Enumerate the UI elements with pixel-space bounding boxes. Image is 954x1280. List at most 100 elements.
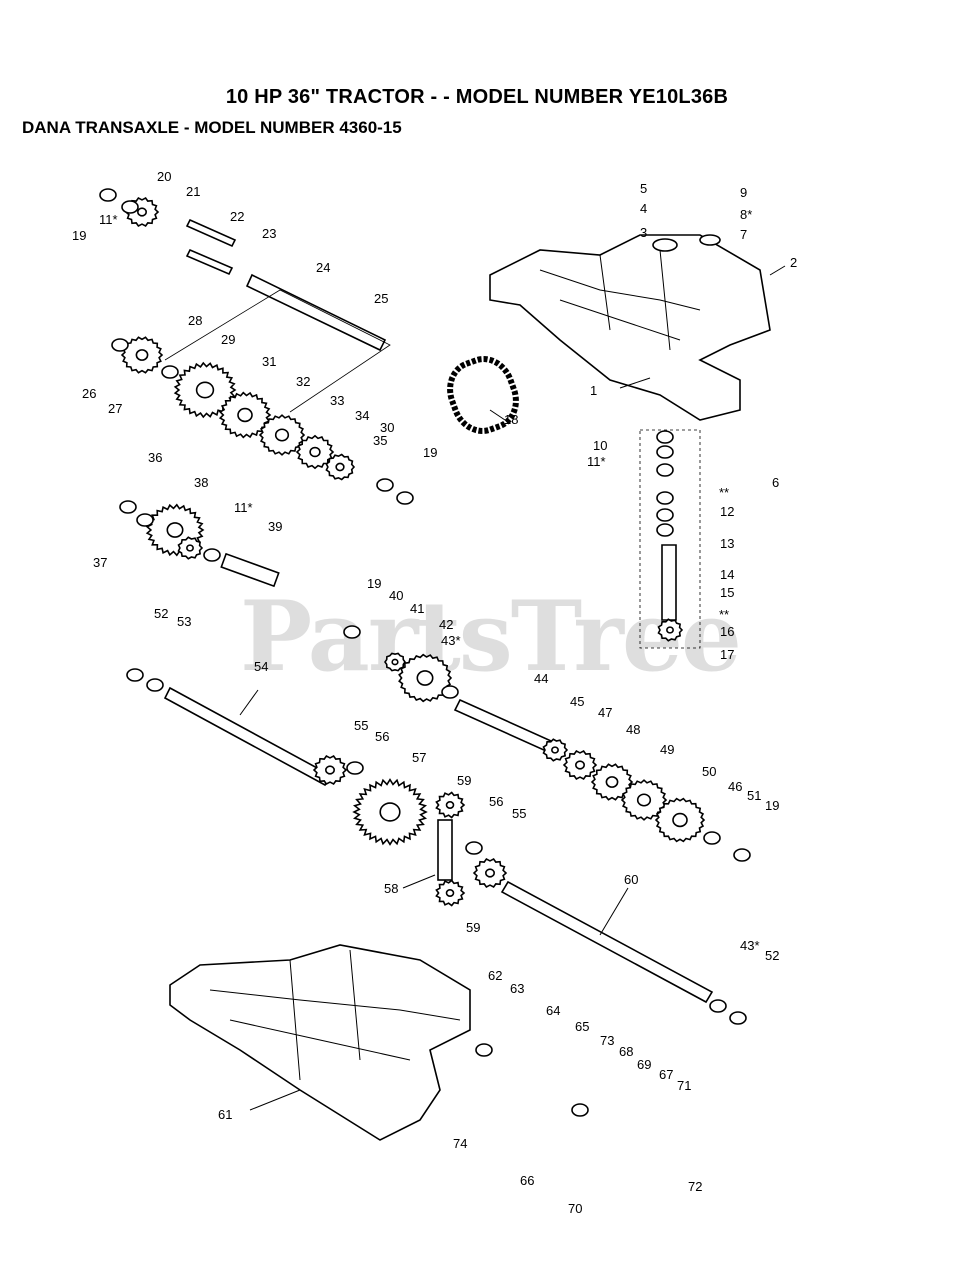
gear-hub-19: [445, 888, 455, 897]
callout-73: 73: [600, 1033, 614, 1048]
callout-14: 14: [720, 567, 734, 582]
callout-24: 24: [316, 260, 330, 275]
callout-51: 51: [747, 788, 761, 803]
washer-16: [146, 678, 164, 692]
callout-22: 22: [230, 209, 244, 224]
callout-9: 9: [740, 185, 747, 200]
callout-38: 38: [194, 475, 208, 490]
callout-starstar-1: **: [719, 607, 729, 622]
gear-hub-15: [636, 793, 652, 807]
gear-hub-16: [672, 812, 688, 828]
callout-36: 36: [148, 450, 162, 465]
gear-hub-17: [484, 868, 495, 878]
washer-7: [376, 478, 394, 492]
callout-71: 71: [677, 1078, 691, 1093]
callout-20: 20: [157, 169, 171, 184]
callout-10: 10: [593, 438, 607, 453]
callout-68: 68: [619, 1044, 633, 1059]
callout-56: 56: [375, 729, 389, 744]
callout-63: 63: [510, 981, 524, 996]
callout-31: 31: [262, 354, 276, 369]
gear-hub-12: [551, 746, 559, 754]
callout-42: 42: [439, 617, 453, 632]
washer-10: [656, 445, 674, 459]
gear-hub-5: [335, 462, 345, 472]
washer-25: [475, 1043, 493, 1057]
washer-4: [119, 500, 137, 514]
gear-hub-4: [309, 446, 321, 458]
gear-hub-1: [195, 381, 215, 399]
callout-11star-2: 11*: [587, 454, 606, 469]
callout-47: 47: [598, 705, 612, 720]
callout-15: 15: [720, 585, 734, 600]
callout-34: 34: [355, 408, 369, 423]
washer-24: [729, 1011, 747, 1025]
gear-hub-13: [574, 760, 585, 770]
callout-19-3: 19: [765, 798, 779, 813]
callout-11star: 11*: [99, 212, 118, 227]
callout-27: 27: [108, 401, 122, 416]
callout-19-1: 19: [423, 445, 437, 460]
callout-2: 2: [790, 255, 797, 270]
callout-67: 67: [659, 1067, 673, 1082]
callout-55: 55: [354, 718, 368, 733]
callout-1: 1: [590, 383, 597, 398]
leader-lines: [239, 265, 786, 1111]
washer-12: [656, 491, 674, 505]
gear-hub-0: [135, 349, 149, 361]
lower-housing: [169, 944, 471, 1141]
washer-18: [441, 685, 459, 699]
gear-hub-7: [186, 544, 194, 552]
callout-17: 17: [720, 647, 734, 662]
callout-62: 62: [488, 968, 502, 983]
callout-46: 46: [728, 779, 742, 794]
callout-5: 5: [640, 181, 647, 196]
diagram-subtitle: DANA TRANSAXLE - MODEL NUMBER 4360-15: [22, 118, 402, 137]
callout-35: 35: [373, 433, 387, 448]
gear-hub-11: [391, 658, 399, 666]
callout-3: 3: [640, 225, 647, 240]
callout-74: 74: [453, 1136, 467, 1151]
gear-hub-21: [137, 207, 148, 217]
gear-hub-14: [605, 776, 619, 788]
gear-hub-6: [166, 522, 184, 538]
callout-64: 64: [546, 1003, 560, 1018]
callout-13: 13: [720, 536, 734, 551]
callout-25: 25: [374, 291, 388, 306]
washer-19: [346, 761, 364, 775]
callout-44: 44: [534, 671, 548, 686]
gear-hub-2: [237, 407, 253, 423]
callout-21: 21: [186, 184, 200, 199]
callout-6: 6: [772, 475, 779, 490]
diagram-title: 10 HP 36" TRACTOR - - MODEL NUMBER YE10L…: [225, 86, 729, 108]
callout-52-1: 52: [765, 948, 779, 963]
gear-hub-20: [666, 626, 674, 634]
callout-53: 53: [177, 614, 191, 629]
callout-50: 50: [702, 764, 716, 779]
washer-21: [733, 848, 751, 862]
washer-23: [709, 999, 727, 1013]
callout-23: 23: [262, 226, 276, 241]
callout-26: 26: [82, 386, 96, 401]
washer-14: [656, 523, 674, 537]
callout-16: 16: [720, 624, 734, 639]
washer-5: [136, 513, 154, 527]
callout-61: 61: [218, 1107, 232, 1122]
washer-20: [703, 831, 721, 845]
callout-starstar: **: [719, 485, 729, 500]
washer-17: [343, 625, 361, 639]
callout-40: 40: [389, 588, 403, 603]
callout-52: 52: [154, 606, 168, 621]
callout-70: 70: [568, 1201, 582, 1216]
callout-66: 66: [520, 1173, 534, 1188]
washer-1: [121, 200, 139, 214]
callout-4: 4: [640, 201, 647, 216]
callout-18: 18: [504, 412, 518, 427]
callout-59: 59: [457, 773, 471, 788]
callout-72: 72: [688, 1179, 702, 1194]
callout-19: 19: [72, 228, 86, 243]
upper-housing: [489, 234, 771, 421]
callout-19-2: 19: [367, 576, 381, 591]
callout-11star-1: 11*: [234, 500, 253, 515]
